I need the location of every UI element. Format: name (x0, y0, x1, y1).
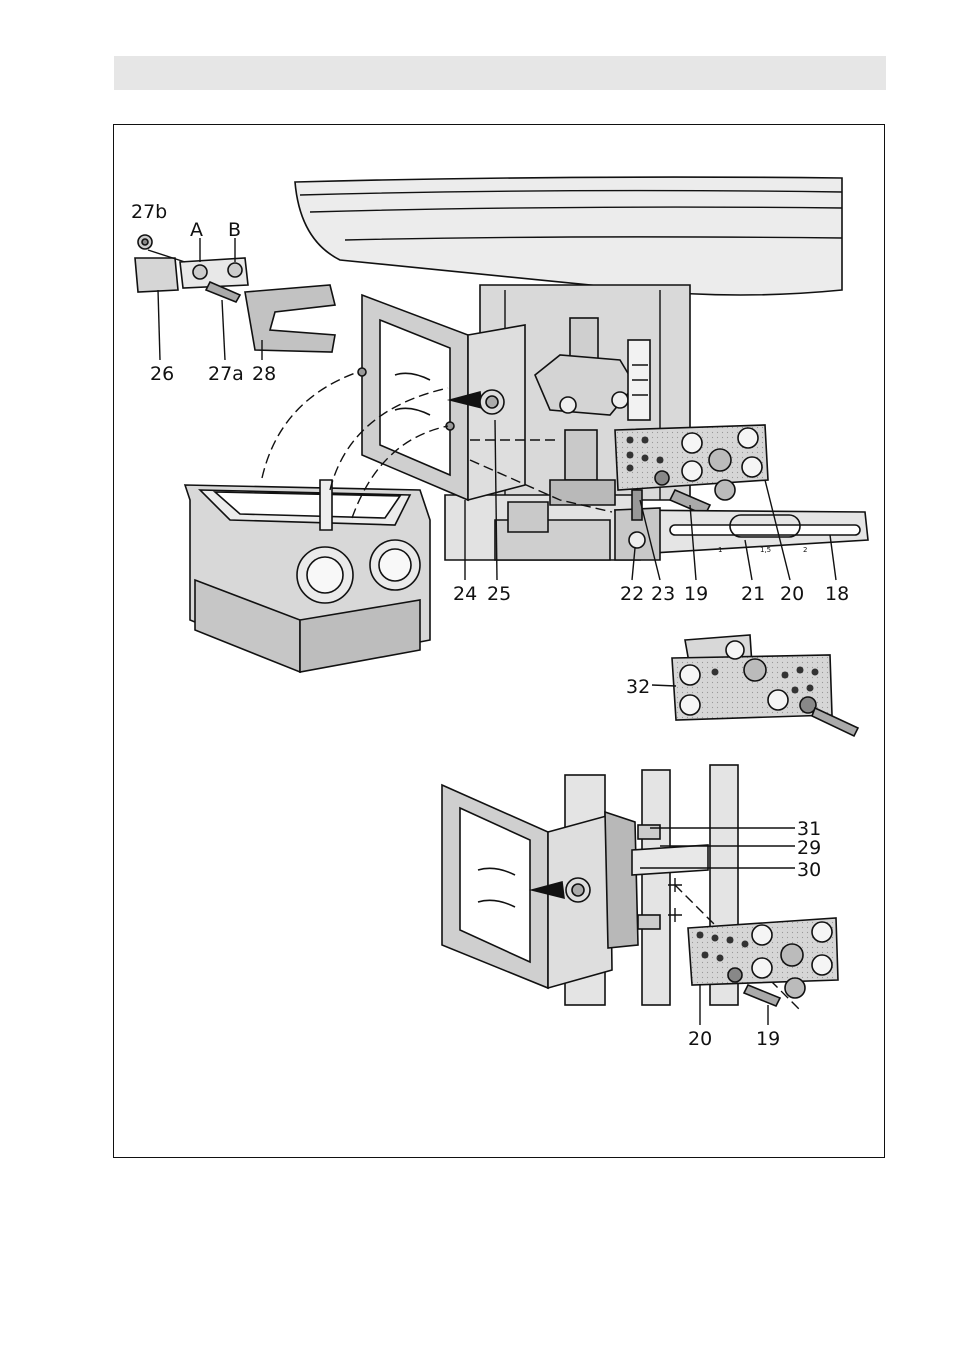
label-18: 18 (825, 583, 849, 605)
label-30: 30 (797, 859, 821, 881)
positioner-housing (185, 480, 430, 672)
label-19-bottom: 19 (756, 1028, 780, 1050)
label-24: 24 (453, 583, 477, 605)
label-23: 23 (651, 583, 675, 605)
label-B: B (228, 219, 241, 241)
label-27a: 27a (208, 363, 244, 385)
label-29: 29 (797, 837, 821, 859)
scale-tick-2: 2 (803, 546, 807, 554)
label-32: 32 (626, 676, 650, 698)
label-21: 21 (741, 583, 765, 605)
scale-tick-1: 1 (718, 546, 722, 554)
label-20-top: 20 (780, 583, 804, 605)
label-25: 25 (487, 583, 511, 605)
label-19-top: 19 (684, 583, 708, 605)
travel-scale (628, 340, 650, 420)
label-27b: 27b (131, 201, 167, 223)
label-22: 22 (620, 583, 644, 605)
lever-plate-32 (672, 635, 858, 736)
label-20-bottom: 20 (688, 1028, 712, 1050)
scale-tick-1-5: 1,5 (760, 546, 771, 554)
label-26: 26 (150, 363, 174, 385)
label-A: A (190, 219, 203, 241)
label-28: 28 (252, 363, 276, 385)
